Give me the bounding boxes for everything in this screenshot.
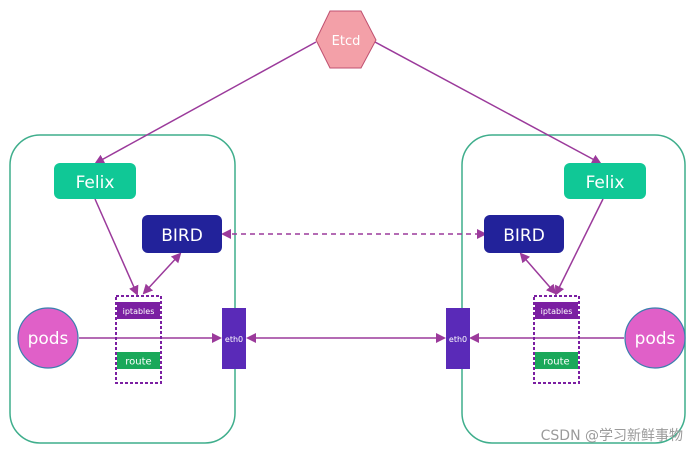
etcd-hexagon — [315, 10, 377, 69]
edge-bird-iptables-left — [142, 252, 182, 295]
rules-dashed-box-left — [115, 295, 162, 384]
eth0-box-right — [446, 308, 470, 369]
bird-label-left: BIRD — [161, 226, 203, 246]
etcd-node: Etcd — [315, 10, 377, 69]
route-label-right: route — [543, 357, 569, 368]
eth0-label-left: eth0 — [225, 335, 243, 344]
edge-felix-to-iptables-left — [94, 198, 139, 296]
bird-label-right: BIRD — [503, 226, 545, 246]
route-box-right — [535, 352, 578, 369]
pods-node-right: pods — [624, 307, 686, 369]
iptables-label-left: iptables — [123, 307, 155, 316]
felix-box-left — [54, 163, 136, 199]
felix-node-left: Felix — [54, 163, 136, 199]
edge-etcd-to-felix-left — [94, 41, 317, 164]
etcd-label: Etcd — [332, 34, 361, 49]
watermark-text: CSDN @学习新鲜事物 — [541, 428, 683, 444]
eth0-node-left: eth0 — [222, 308, 246, 369]
iptables-box-right — [535, 302, 578, 319]
iptables-box-left — [117, 302, 160, 319]
bird-node-left: BIRD — [142, 215, 222, 253]
edge-bird-iptables-right — [519, 252, 557, 295]
felix-label-right: Felix — [586, 173, 625, 193]
eth0-node-right: eth0 — [446, 308, 470, 369]
iptables-label-right: iptables — [541, 307, 573, 316]
edge-felix-to-iptables-right — [555, 198, 604, 296]
felix-label-left: Felix — [76, 173, 115, 193]
rules-group-left: iptables route — [115, 295, 162, 384]
pods-circle-right — [624, 307, 686, 369]
pods-label-left: pods — [28, 329, 69, 349]
rules-dashed-box-right — [533, 295, 580, 384]
pods-circle-left — [17, 307, 79, 369]
host-left-container — [9, 134, 236, 444]
edge-etcd-to-felix-right — [374, 41, 602, 164]
bird-node-right: BIRD — [484, 215, 564, 253]
pods-node-left: pods — [17, 307, 79, 369]
felix-box-right — [564, 163, 646, 199]
felix-node-right: Felix — [564, 163, 646, 199]
host-right-container — [461, 134, 686, 444]
bird-box-right — [484, 215, 564, 253]
rules-group-right: iptables route — [533, 295, 580, 384]
bird-box-left — [142, 215, 222, 253]
route-box-left — [117, 352, 160, 369]
route-label-left: route — [125, 357, 151, 368]
pods-label-right: pods — [635, 329, 676, 349]
eth0-box-left — [222, 308, 246, 369]
eth0-label-right: eth0 — [449, 335, 467, 344]
